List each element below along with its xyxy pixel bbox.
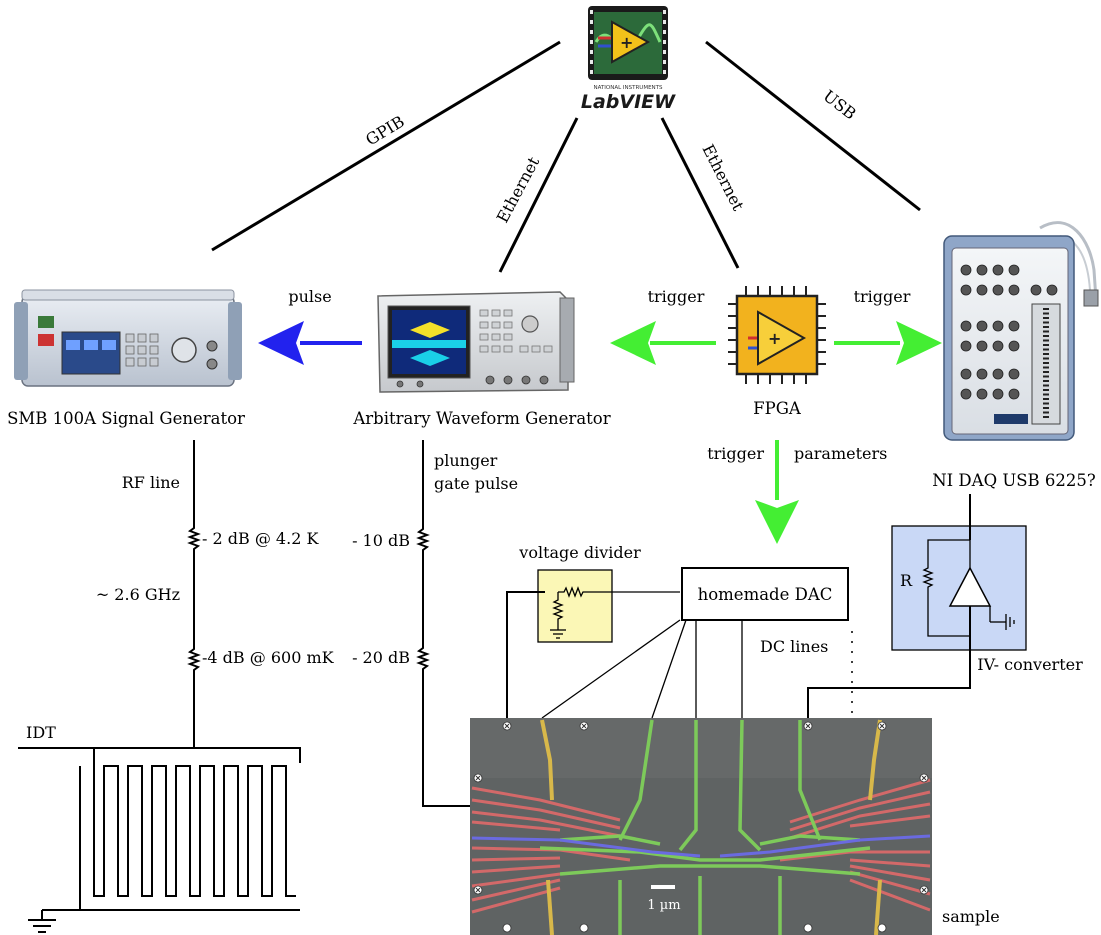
rf-line-wire [187, 440, 201, 748]
divider-output-wire [506, 591, 545, 720]
ethernet-fpga-link [660, 117, 740, 269]
trigger-left-label: trigger [648, 287, 705, 306]
svg-text:+: + [768, 329, 781, 348]
rf-atten-2-label: -4 dB @ 600 mK [202, 648, 335, 667]
film-strip-holes [590, 10, 666, 74]
gate-atten-2-label: - 20 dB [352, 648, 410, 667]
trigger-right-label: trigger [854, 287, 911, 306]
rf-line-label: RF line [122, 473, 180, 492]
sample-label: sample [942, 907, 1000, 926]
scale-bar-label: 1 µm [647, 898, 680, 913]
fpga-label: FPGA [753, 399, 802, 418]
dc-lines-label: DC lines [760, 637, 828, 656]
trigger-arrow-down [755, 440, 799, 544]
pulse-arrow [258, 321, 362, 365]
labview-logo: + NATIONAL INSTRUMENTS LabVIEW [581, 6, 676, 113]
trigger-arrow-right [834, 321, 942, 365]
rf-atten-1-label: - 2 dB @ 4.2 K [202, 529, 319, 548]
dac-label: homemade DAC [698, 585, 833, 604]
iv-circuit [922, 539, 1015, 637]
logo-name: LabVIEW [581, 91, 676, 113]
iv-converter-label: IV- converter [977, 655, 1083, 674]
signal-generator-device [14, 289, 242, 387]
gate-label-line1: plunger [434, 451, 498, 470]
ethernet-awg-label: Ethernet [493, 153, 544, 226]
gate-line-wire [416, 440, 472, 807]
trigger-down-label: trigger [707, 444, 764, 463]
awg-label: Arbitrary Waveform Generator [352, 409, 610, 428]
divider-resistors [550, 586, 680, 639]
idt-label: IDT [26, 723, 56, 742]
gate-atten-1-label: - 10 dB [352, 531, 410, 550]
usb-label: USB [820, 86, 860, 123]
signal-generator-label: SMB 100A Signal Generator [7, 409, 245, 428]
fpga-chip: + [728, 286, 826, 384]
idt-electrode [18, 747, 301, 920]
network-links [211, 40, 921, 273]
logo-subtitle: NATIONAL INSTRUMENTS [593, 85, 663, 91]
idt-ground-icon [28, 919, 56, 933]
gpib-link [211, 40, 561, 252]
iv-output-wire [807, 606, 971, 720]
gpib-label: GPIB [362, 112, 407, 150]
daq-device [943, 221, 1099, 441]
pulse-label: pulse [288, 287, 331, 306]
rf-frequency-label: ~ 2.6 GHz [96, 585, 180, 604]
daq-label: NI DAQ USB 6225? [932, 471, 1096, 490]
awg-device [377, 291, 575, 393]
dac-lines [541, 619, 743, 719]
sample-image: 1 µm [470, 718, 932, 935]
voltage-divider-label: voltage divider [518, 543, 641, 562]
parameters-label: parameters [794, 444, 887, 463]
trigger-arrow-left [610, 321, 716, 365]
dc-lines-dots [851, 631, 853, 713]
svg-text:+: + [620, 33, 633, 52]
voltage-divider-box [537, 569, 613, 643]
scale-bar [651, 885, 675, 889]
usb-link [705, 40, 921, 212]
dac-box [681, 567, 849, 621]
ethernet-awg-link [498, 117, 579, 273]
iv-resistor-label: R [900, 571, 913, 590]
gate-label-line2: gate pulse [434, 474, 518, 493]
